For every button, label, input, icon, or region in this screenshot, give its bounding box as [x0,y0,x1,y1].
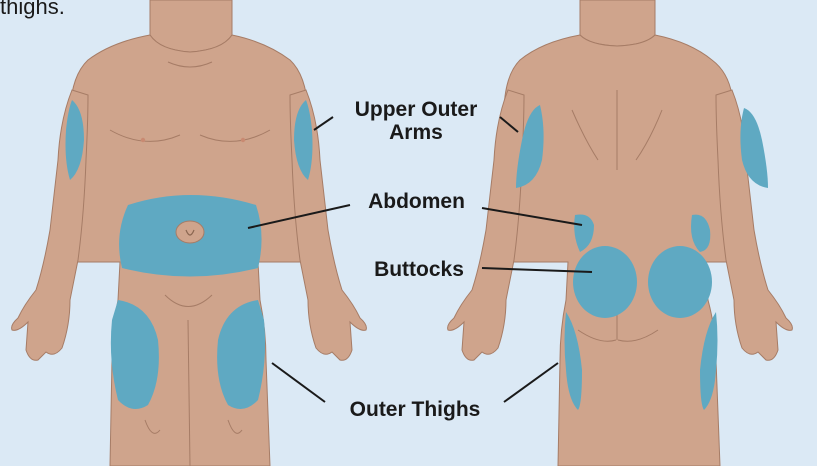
back-body-figure [448,0,793,466]
left-buttock-site [573,246,637,318]
outer-thighs-leader-back [504,363,558,402]
buttocks-label: Buttocks [360,258,478,281]
upper-arms-leader-front [314,117,333,130]
upper-outer-arms-label: Upper Outer Arms [336,98,496,144]
outer-thighs-label: Outer Thighs [330,398,500,421]
outer-thighs-leader-front [272,363,325,402]
right-buttock-site [648,246,712,318]
upper-outer-arms-label-line2: Arms [336,121,496,144]
upper-outer-arms-label-line1: Upper Outer [336,98,496,121]
abdomen-label: Abdomen [354,190,479,213]
navel [176,221,204,243]
